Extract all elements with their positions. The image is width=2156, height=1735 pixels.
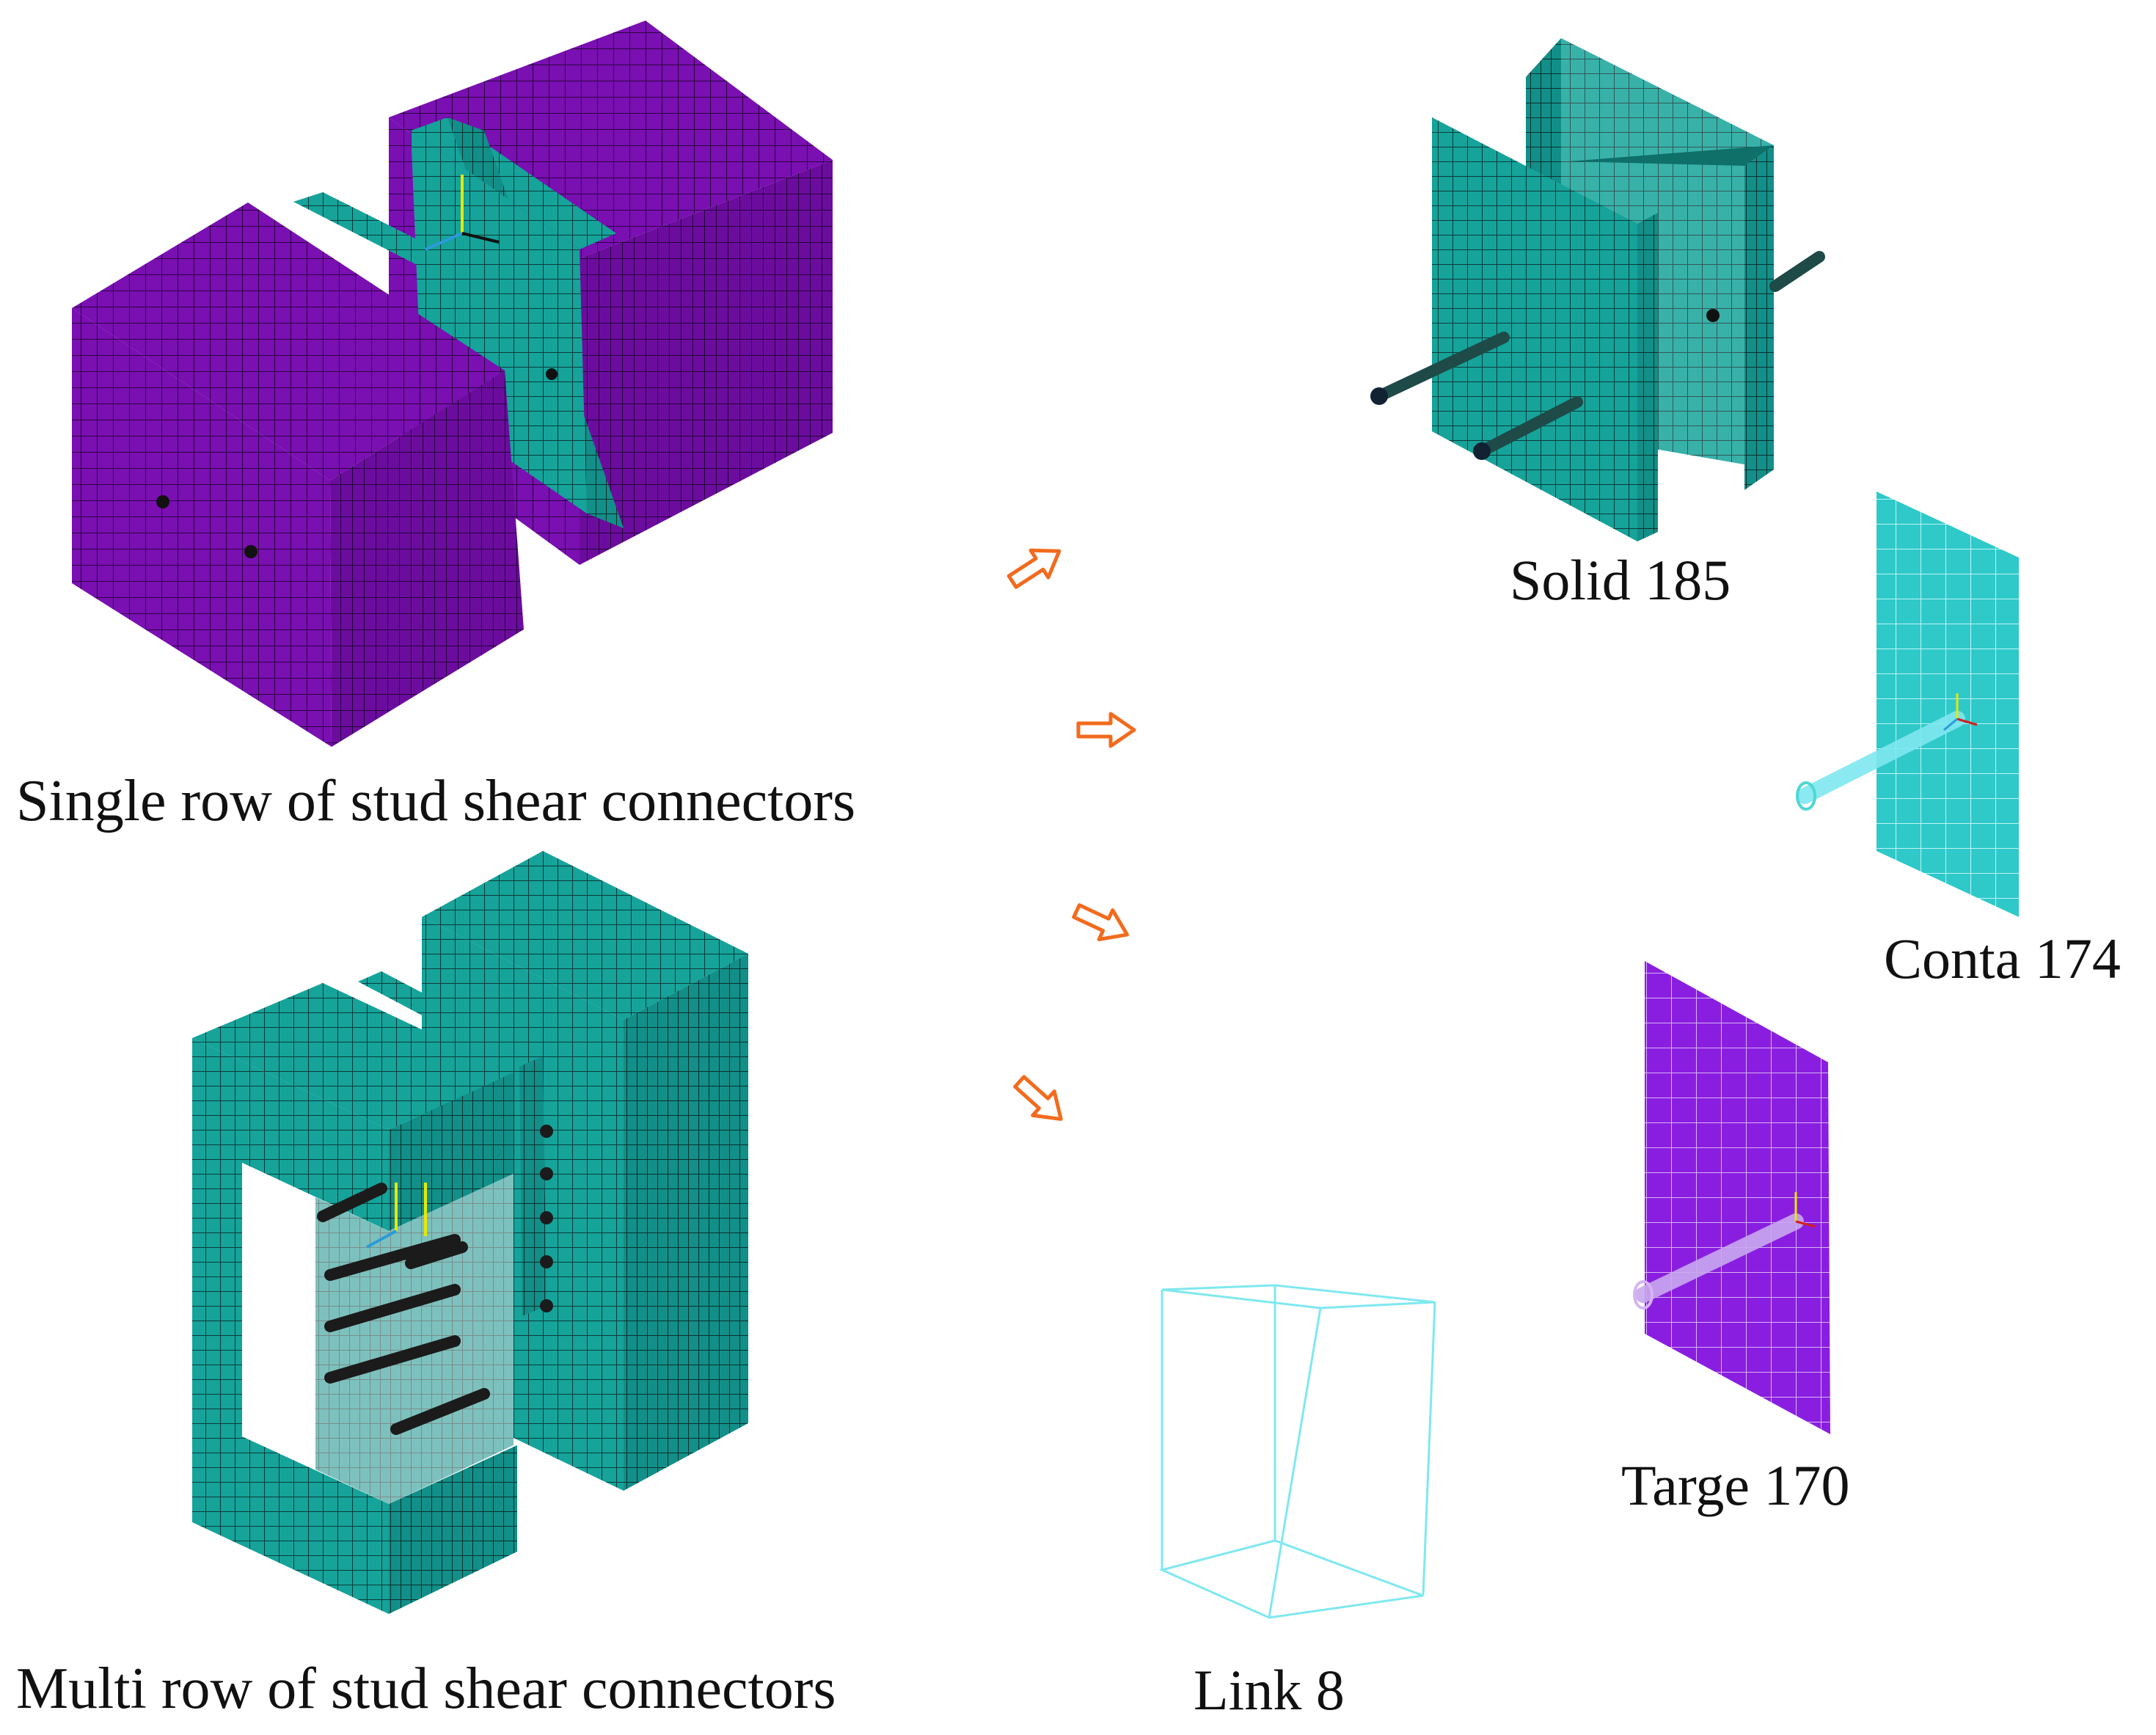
conta-174-element (1796, 492, 2019, 917)
front-concrete-block (192, 983, 517, 1614)
coordinate-axes-icon (425, 175, 500, 251)
steel-section (358, 971, 547, 1316)
caption-link-8: Link 8 (1194, 1658, 1345, 1722)
caption-solid-185: Solid 185 (1510, 548, 1731, 612)
targe-170-element (1633, 961, 1830, 1434)
caption-multi-row: Multi row of stud shear connectors (16, 1657, 836, 1721)
arrows (1006, 548, 1136, 1121)
stud-connectors (317, 1183, 490, 1435)
single-row-model (72, 21, 833, 747)
stud-node (244, 545, 257, 558)
link-8-element (1158, 1284, 1436, 1619)
caption-single-row: Single row of stud shear connectors (16, 769, 856, 833)
hollow-arrow-icon (1006, 548, 1061, 589)
multi-row-model (192, 851, 748, 1614)
caption-conta-174: Conta 174 (1884, 927, 2121, 990)
solid-185-element (1370, 38, 1825, 541)
coordinate-axes-icon (366, 1183, 427, 1249)
hollow-arrow-icon (1076, 712, 1136, 748)
hollow-arrow-icon (1072, 903, 1129, 941)
front-concrete-block (72, 202, 524, 747)
caption-targe-170: Targe 170 (1621, 1453, 1850, 1517)
stud-node (156, 495, 169, 508)
hollow-arrow-icon (1013, 1075, 1063, 1121)
stud-holes (540, 1125, 553, 1312)
